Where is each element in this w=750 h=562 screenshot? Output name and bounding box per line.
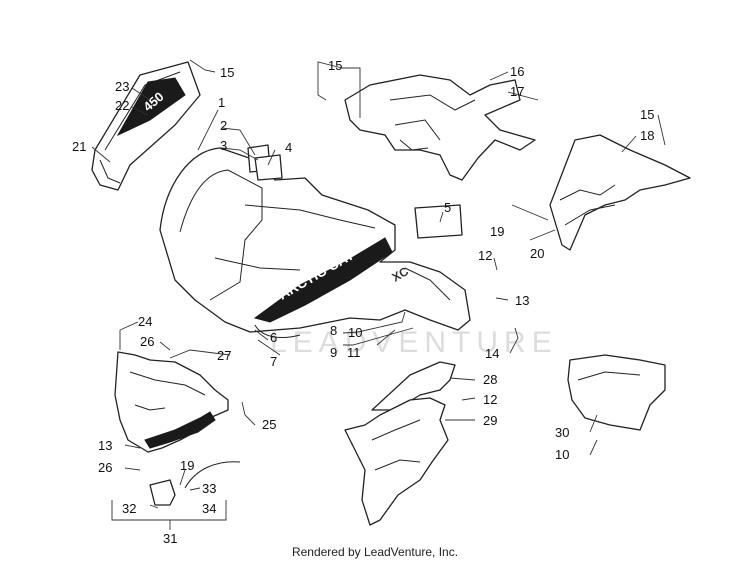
hood-cover-part: 450 [91,61,201,191]
callout-10a: 10 [348,325,362,340]
callout-33: 33 [202,481,216,496]
callout-21: 21 [72,139,86,154]
callout-15c: 15 [640,107,654,122]
callout-1: 1 [218,95,225,110]
lower-fascia-part [114,351,229,453]
callout-4: 4 [285,140,292,155]
callout-12b: 12 [483,392,497,407]
side-cover-part [567,354,666,431]
callout-29: 29 [483,413,497,428]
callout-34: 34 [202,501,216,516]
callout-22: 22 [115,98,129,113]
callout-5: 5 [444,200,451,215]
callout-10b: 10 [555,447,569,462]
warning-label-part [414,204,463,239]
callout-14: 14 [485,346,499,361]
callout-19a: 19 [490,224,504,239]
callout-16: 16 [510,64,524,79]
callout-3: 3 [220,138,227,153]
callout-19b: 19 [180,458,194,473]
callout-32: 32 [122,501,136,516]
callout-13a: 13 [515,293,529,308]
callout-12a: 12 [478,248,492,263]
callout-28: 28 [483,372,497,387]
leader-lines [91,59,666,530]
callout-27: 27 [217,348,231,363]
callout-26b: 26 [98,460,112,475]
callout-13b: 13 [98,438,112,453]
front-fascia-part: ARCTIC CAT XC [159,147,471,338]
callout-23: 23 [115,79,129,94]
callout-7: 7 [270,354,277,369]
side-panel-part [549,134,691,251]
callout-6: 6 [270,330,277,345]
splash-shield-part [344,397,449,526]
callout-15a: 15 [220,65,234,80]
callout-20: 20 [530,246,544,261]
callout-11: 11 [347,345,361,360]
callout-9: 9 [330,345,337,360]
callout-15b: 15 [328,58,342,73]
callout-24: 24 [138,314,152,329]
footer-credit: Rendered by LeadVenture, Inc. [292,545,458,559]
callout-18: 18 [640,128,654,143]
rear-panel-part [344,74,536,181]
callout-31: 31 [163,531,177,546]
callout-25: 25 [262,417,276,432]
callout-labels: 1 2 3 4 5 6 7 8 9 10 11 12 13 14 15 15 1… [72,58,654,546]
callout-17: 17 [510,84,524,99]
decal-parts-2-4 [247,144,283,181]
callout-8: 8 [330,323,337,338]
light-assembly-part [149,461,241,506]
callout-2: 2 [220,118,227,133]
watermark: LEADVENTURE [270,326,558,359]
callout-26a: 26 [140,334,154,349]
callout-30: 30 [555,425,569,440]
